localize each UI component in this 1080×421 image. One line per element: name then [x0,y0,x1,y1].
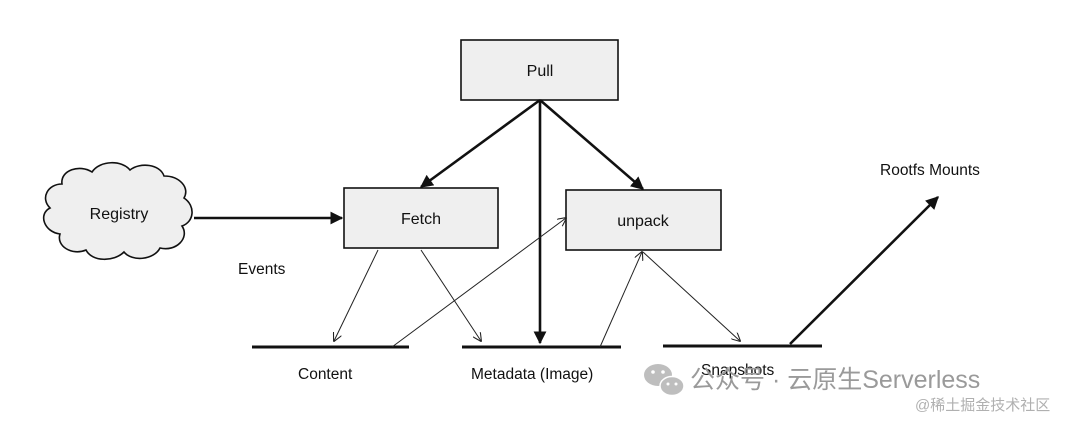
unpack-node: unpack [565,189,722,251]
events-label: Events [238,261,286,278]
unpack-label: unpack [617,213,670,230]
wechat-watermark: 公众号 · 云原生Serverless [690,366,980,394]
registry-cloud-shape [42,161,193,261]
arrow-metadata-to-unpack [599,252,642,348]
arrow-pull-to-fetch [419,98,541,189]
rootfs-mounts-label: Rootfs Mounts [880,162,980,179]
snapshots-label: Snapshots [701,362,774,379]
arrow-pull-to-unpack [539,99,644,190]
pull-node: Pull [460,39,619,101]
fetch-node: Fetch [343,187,499,249]
content-label: Content [298,366,353,383]
registry-label: Registry [90,206,149,223]
pull-label: Pull [527,63,554,80]
unpack-box [565,189,722,251]
metadata-label: Metadata (Image) [471,366,593,383]
fetch-label: Fetch [401,211,441,228]
arrow-fetch-to-content [334,249,379,341]
juejin-watermark: @稀土掘金技术社区 [915,397,1050,414]
arrow-content-to-unpack [391,218,566,348]
fetch-box [343,187,499,249]
registry-node: Registry [42,161,193,261]
arrow-unpack-to-snapshots [642,251,740,341]
pull-box [460,39,619,101]
wechat-logo-icon [644,364,685,397]
arrow-snapshots-to-rootfs [789,196,939,345]
arrow-fetch-to-metadata [420,249,481,341]
